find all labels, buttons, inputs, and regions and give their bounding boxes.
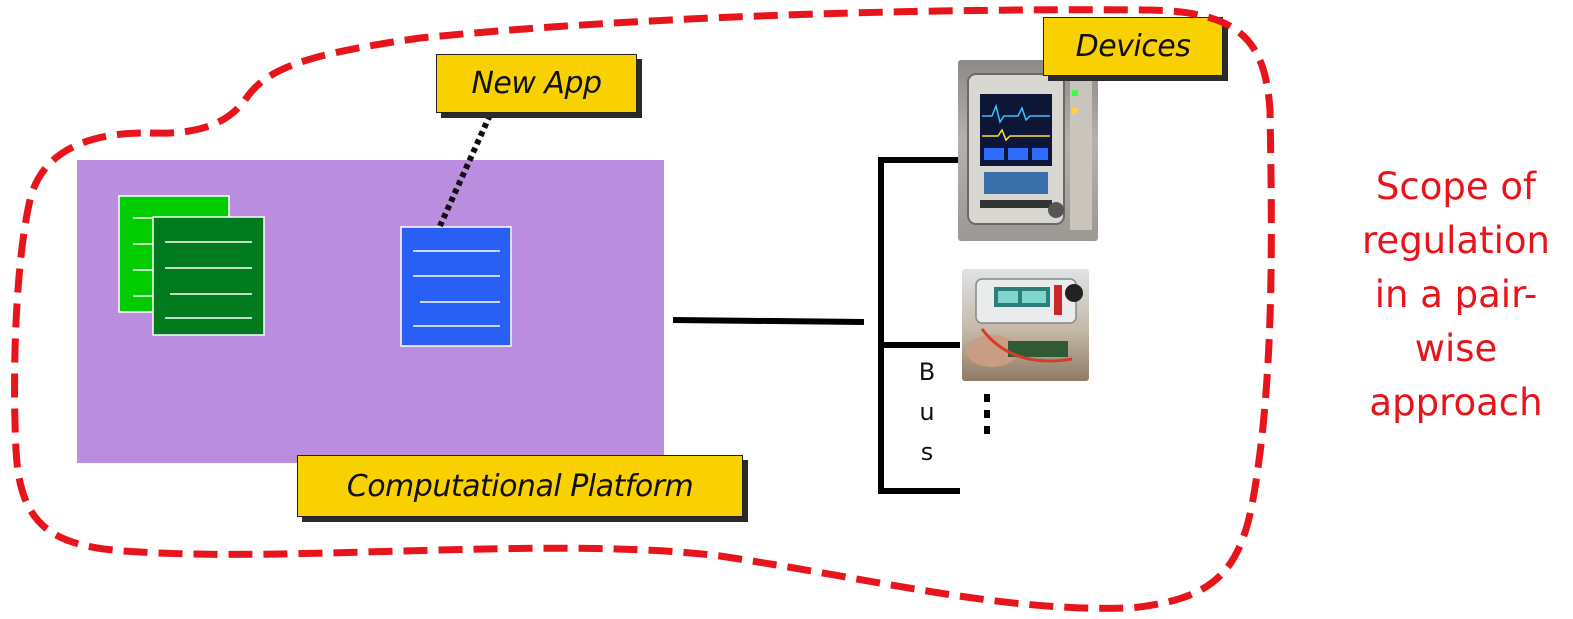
patient-monitor-photo <box>958 60 1098 241</box>
new-app-label: New App <box>436 54 637 113</box>
bus-letter-u: u <box>919 398 935 426</box>
pulse-oximeter-photo <box>962 269 1089 381</box>
pulse-oximeter-icon <box>966 278 1083 367</box>
new-app-label-text: New App <box>471 66 602 101</box>
more-devices-ellipsis <box>984 394 990 434</box>
existing-app-document-front <box>152 216 265 336</box>
devices-label-text: Devices <box>1075 29 1191 64</box>
bus-letter-s: s <box>920 438 934 466</box>
bus-letter-b: B <box>918 358 936 386</box>
scope-caption-line-2: regulation <box>1362 219 1550 262</box>
new-app-document <box>400 226 512 347</box>
platform-bus-connector <box>672 317 865 325</box>
devices-label: Devices <box>1043 17 1223 76</box>
scope-of-regulation-caption: Scope of regulation in a pair- wise appr… <box>1346 160 1566 430</box>
patient-monitor-icon <box>967 73 1092 230</box>
scope-caption-line-3: in a pair- <box>1374 273 1538 316</box>
scope-caption-line-1: Scope of <box>1375 165 1537 208</box>
scope-caption-line-5: approach <box>1369 381 1543 424</box>
computational-platform-label: Computational Platform <box>297 455 743 517</box>
computational-platform-label-text: Computational Platform <box>346 468 694 504</box>
scope-caption-line-4: wise <box>1414 327 1498 370</box>
